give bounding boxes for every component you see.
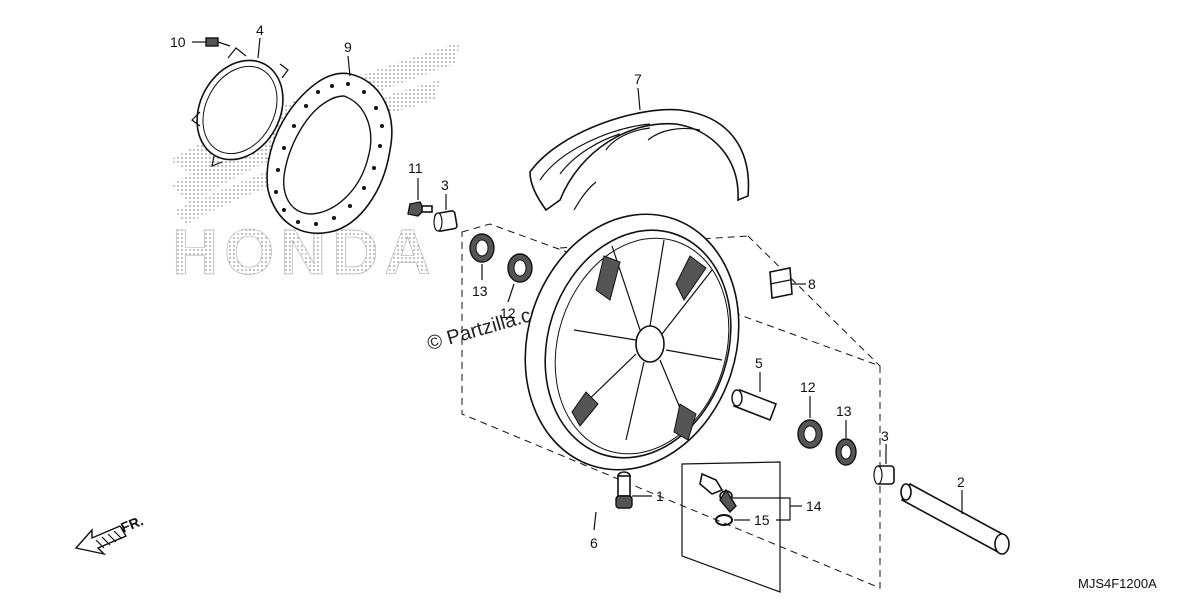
dust-seal-part-13-right [835,438,857,466]
callout-9: 9 [344,39,352,55]
bearing-part-12-left [507,253,533,283]
diagram-code: MJS4F1200A [1078,576,1157,591]
callout-3-left: 3 [441,177,449,193]
balance-weight-part-8 [769,267,793,299]
callout-3-right: 3 [881,428,889,444]
callout-12-right: 12 [800,379,816,395]
axle-part-2 [900,482,1010,555]
callout-8: 8 [808,276,816,292]
front-direction-label: FR. [118,512,145,535]
distance-collar-part-5 [731,388,778,422]
bolt-part-10 [205,37,231,47]
callout-1: 1 [656,488,664,504]
callout-6: 6 [590,535,598,551]
callout-7: 7 [634,71,642,87]
bearing-part-12-right [797,419,823,449]
valve-kit-outline [681,461,781,593]
callout-15: 15 [754,512,770,528]
callout-13-left: 13 [472,283,488,299]
callout-13-right: 13 [836,403,852,419]
air-valve-part-1 [615,471,633,509]
tire-part-7 [529,108,750,212]
callout-4: 4 [256,22,264,38]
collar-part-3-right [873,465,895,485]
rotor-bracket-part-4 [191,47,289,169]
callout-5: 5 [755,355,763,371]
front-direction-arrow-icon [74,525,128,556]
callout-10: 10 [170,34,186,50]
metal-valve-part-14 [699,472,737,514]
cast-wheel-part-6 [524,213,740,471]
callout-2: 2 [957,474,965,490]
callout-14: 14 [806,498,822,514]
bolt-part-11 [407,201,433,217]
brake-disc-part-9 [266,72,393,234]
callout-11: 11 [408,160,423,176]
collar-part-3-left [433,210,458,232]
callout-12-left: 12 [500,305,516,321]
o-ring-part-15 [715,514,733,526]
dust-seal-part-13-left [469,233,495,263]
